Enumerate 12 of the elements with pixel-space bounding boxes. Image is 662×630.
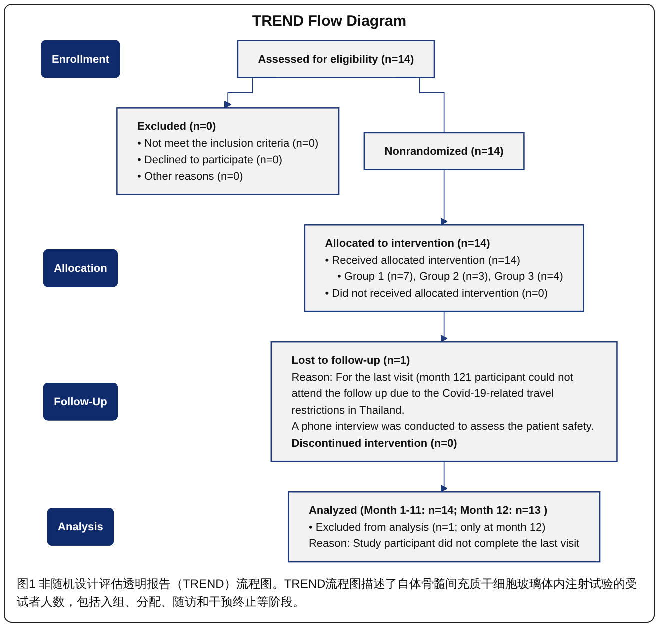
node-box: [288, 491, 601, 563]
node-box: [237, 40, 436, 78]
arrow: [440, 461, 448, 492]
node-box: [270, 341, 618, 462]
figure-frame: TREND Flow Diagram Enrollment Assessed for eligibility (n=14) Nonrandomized (n=14) Excluded (n=0) • Not meet the inclusion criteria (n=0) • Declined to participate (n=0) • Other reasons (n=0) Allocation Allocated to intervention (n=14) • Received allocated intervention (n=14) • Group 1 (n=7), Group 2 (n=3), Group 3 (n=4) • Did not received allocated intervention (n=0) Follow-Up Lost to follow-up (n=1) Reason: For the last visit (month 121 participant could not attend the follow up due to the Covid-19-related travel restrictions in Thailand. A phone interview was conducted to assess the patient safety. Discontinued intervention (n=0) Analysis Analyzed (Month 1-11: n=14; Month 12: n=13 ) • Excluded from analysis (n=1; only at month 12) Reason: Study participant did not complete the last visit 图1 非随机设计评估透明报告（TREND）流程图。TREND流程图描述了自体骨髓间充质干细胞玻璃体内注射试验的受试者人数，包括入组、分配、随访和干预终止等阶段。: [4, 4, 655, 623]
arrow: [440, 311, 448, 342]
diagram-title: TREND Flow Diagram: [252, 13, 407, 30]
arrow: [440, 169, 448, 226]
node-box: [304, 224, 584, 312]
node-box: [116, 108, 340, 196]
node-box: [364, 132, 525, 170]
figure-caption: 图1 非随机设计评估透明报告（TREND）流程图。TREND流程图描述了自体骨髓间充质干细胞玻璃体内注射试验的受试者人数，包括入组、分配、随访和干预终止等阶段。: [17, 576, 639, 612]
